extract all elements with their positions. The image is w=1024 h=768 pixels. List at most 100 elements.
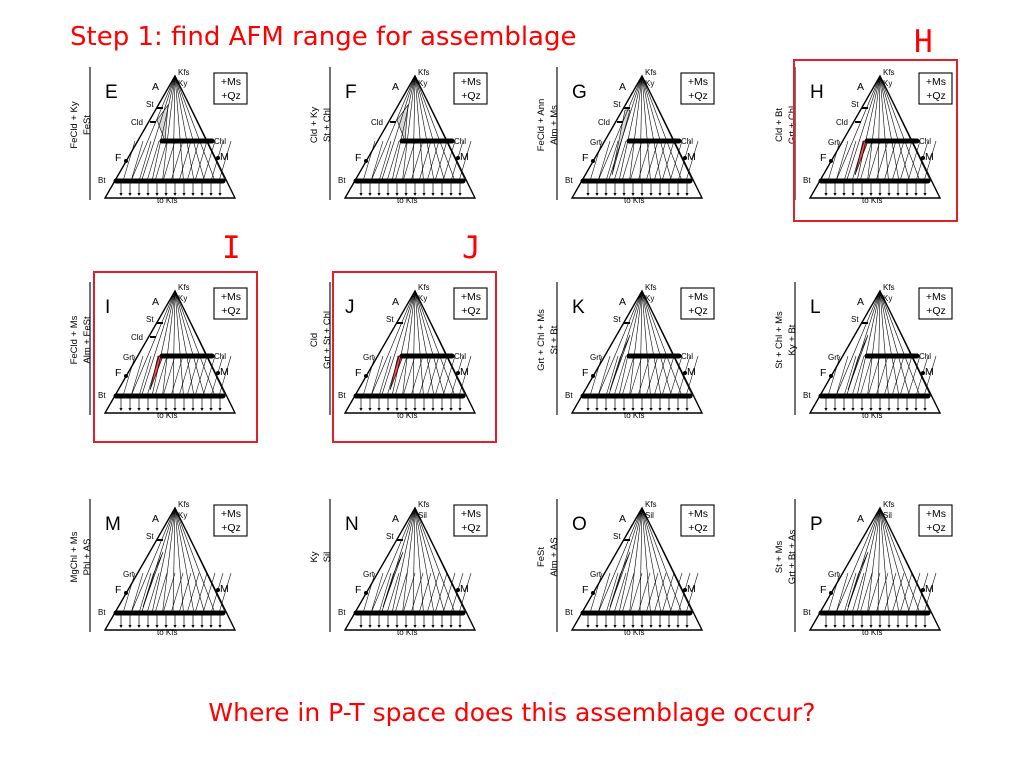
apex-m-label: M (925, 366, 934, 378)
tie-line (629, 355, 643, 397)
projection-arrowhead (431, 625, 435, 628)
apex-a-label: A (857, 81, 864, 93)
m-point (216, 156, 220, 160)
projection-arrowhead (137, 625, 141, 628)
tie-line (856, 290, 881, 397)
projection-label: to Kfs (397, 628, 417, 637)
projection-arrowhead (640, 625, 644, 628)
projection-arrowhead (640, 193, 644, 196)
projection-arrowhead (155, 625, 159, 628)
apex-m-label: M (687, 583, 696, 595)
label-bt: Bt (803, 608, 811, 617)
extra-phases-box (213, 72, 248, 105)
projection-arrowhead (667, 408, 671, 411)
projection-arrowhead (359, 408, 363, 411)
tie-line (146, 572, 160, 614)
label-kfs: Kfs (645, 68, 657, 77)
tie-line (174, 290, 205, 397)
tie-line (414, 507, 445, 614)
apex-a-label: A (392, 81, 399, 93)
label-grt: Grt (828, 570, 840, 579)
tie-line (381, 290, 416, 397)
tie-line (172, 290, 176, 397)
tie-line (162, 290, 176, 397)
tie-line (613, 355, 627, 397)
projection-arrowhead (191, 625, 195, 628)
tie-line (629, 507, 643, 614)
tie-line (418, 572, 432, 614)
tie-line (130, 290, 176, 397)
tie-line (218, 355, 232, 397)
tie-line (218, 572, 232, 614)
tie-line (426, 140, 440, 182)
projection-arrowhead (377, 193, 381, 196)
tie-line (608, 290, 643, 397)
extra-phases-box (453, 72, 488, 105)
tie-line (879, 290, 889, 397)
tie-line (867, 75, 881, 182)
tie-line (639, 75, 643, 182)
projection-arrowhead (209, 408, 213, 411)
tie-line (629, 75, 643, 182)
label-bt: Bt (338, 391, 346, 400)
tie-line (875, 355, 889, 397)
tie-line (410, 140, 424, 182)
apex-f-label: F (582, 152, 588, 164)
projection-arrowhead (449, 193, 453, 196)
projection-label: to Kfs (157, 628, 177, 637)
projection-arrowhead (173, 408, 177, 411)
projection-label: to Kfs (397, 411, 417, 420)
m-point (921, 371, 925, 375)
tie-line (381, 507, 416, 614)
tie-line (402, 75, 416, 182)
reaction-products: Ky + Bt (787, 324, 798, 355)
tie-line (641, 290, 683, 397)
reaction-products: FeSt (82, 115, 93, 135)
tie-line (458, 355, 472, 397)
afm-triangle (103, 74, 237, 199)
tie-line (629, 140, 643, 182)
m-point (216, 371, 220, 375)
apex-f-label: F (355, 584, 361, 596)
label-st: St (613, 100, 621, 109)
projection-arrowhead (404, 193, 408, 196)
reaction-reactants: FeCld + Ky (69, 101, 80, 149)
tie-line (597, 572, 611, 614)
projection-arrowhead (685, 408, 689, 411)
tie-line (645, 572, 659, 614)
tie-line (641, 290, 651, 397)
tie-line (597, 507, 643, 614)
extra-phase-ms: +Ms (926, 291, 946, 303)
tie-line (883, 572, 897, 614)
tie-line (174, 75, 184, 182)
tie-line (835, 507, 881, 614)
page-title: Step 1: find AFM range for assemblage (70, 22, 577, 52)
tie-line (597, 75, 643, 182)
projection-arrowhead (377, 625, 381, 628)
projection-label: to Kfs (624, 628, 644, 637)
projection-arrowhead (631, 193, 635, 196)
tie-line (639, 507, 643, 614)
tie-line (426, 355, 440, 397)
f-point (124, 374, 128, 378)
m-point (683, 156, 687, 160)
apex-a-label: A (857, 513, 864, 525)
m-point (456, 156, 460, 160)
tie-line (879, 290, 910, 397)
tie-line (434, 140, 448, 182)
projection-arrowhead (164, 625, 168, 628)
label-st: St (146, 315, 154, 324)
projection-label: to Kfs (157, 411, 177, 420)
tie-line (442, 355, 456, 397)
f-point (591, 159, 595, 163)
tie-line (414, 75, 435, 182)
tie-line (827, 355, 841, 397)
projection-arrowhead (359, 625, 363, 628)
tie-line (641, 507, 693, 614)
